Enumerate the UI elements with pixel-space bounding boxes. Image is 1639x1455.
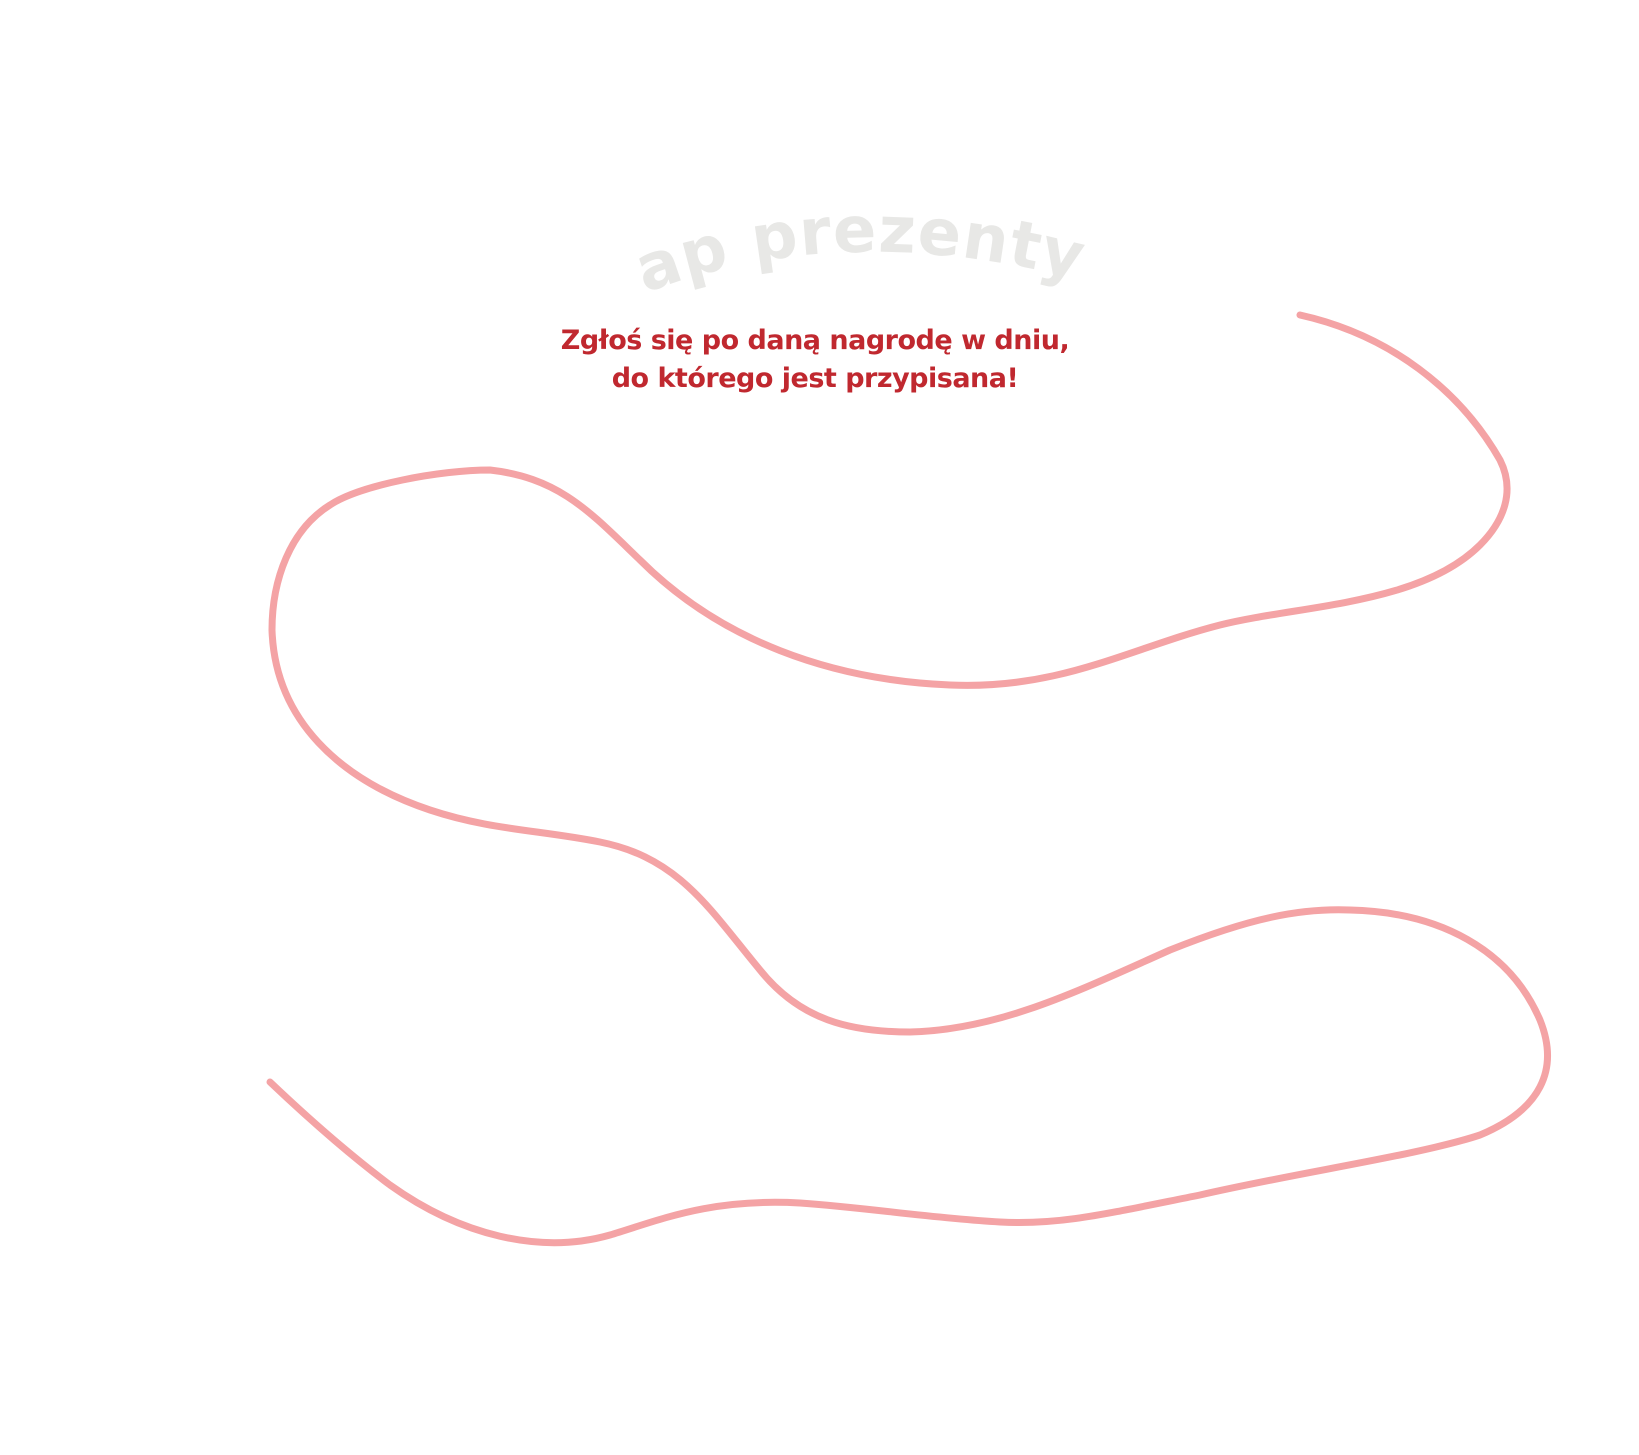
prize-instruction-line-2: do którego jest przypisana! [611, 363, 1019, 394]
prize-instruction-line-1: Zgłoś się po daną nagrodę w dniu, [560, 325, 1070, 356]
prize-instruction: Zgłoś się po daną nagrodę w dniu, do któ… [530, 322, 1100, 398]
section-heading: łap prezenty [0, 0, 1092, 308]
winding-path-line [266, 311, 1551, 1247]
